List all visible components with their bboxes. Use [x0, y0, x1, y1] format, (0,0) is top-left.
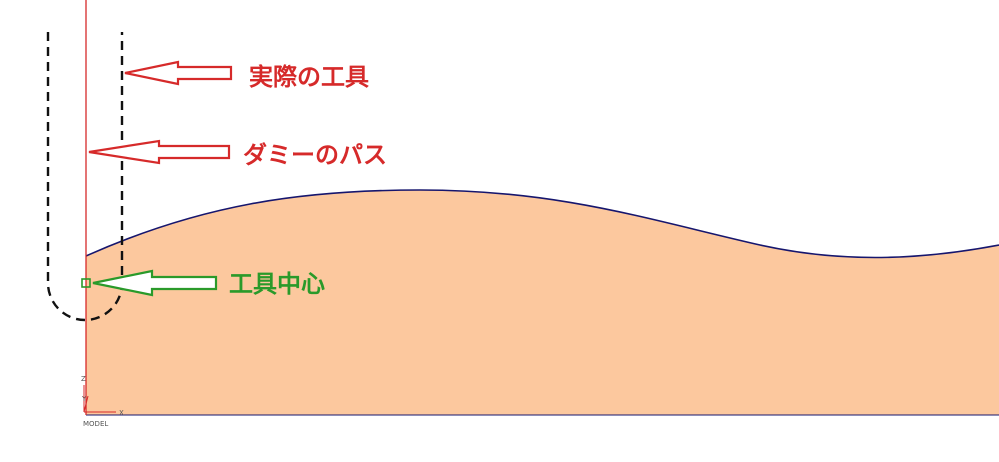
axis-z-label: Z: [81, 375, 86, 383]
axis-x-label: X: [119, 409, 124, 417]
label-actual-tool: 実際の工具: [249, 63, 369, 91]
arrow-tool-center: [92, 269, 218, 297]
label-dummy-path: ダミーのパス: [243, 141, 387, 169]
arrow-dummy-path: [88, 139, 231, 165]
axis-y-line: [83, 395, 89, 413]
axis-triad: Z X Y MODEL: [81, 375, 124, 428]
workpiece-body: [86, 190, 999, 415]
tool-center-marker: [81, 278, 91, 288]
arrow-actual-tool: [124, 60, 233, 86]
view-label: MODEL: [83, 420, 108, 428]
axis-y-label: Y: [81, 395, 87, 403]
workpiece-surface-curve: [85, 189, 999, 259]
label-tool-center: 工具中心: [229, 270, 325, 298]
actual-tool-outline: [46, 32, 124, 322]
